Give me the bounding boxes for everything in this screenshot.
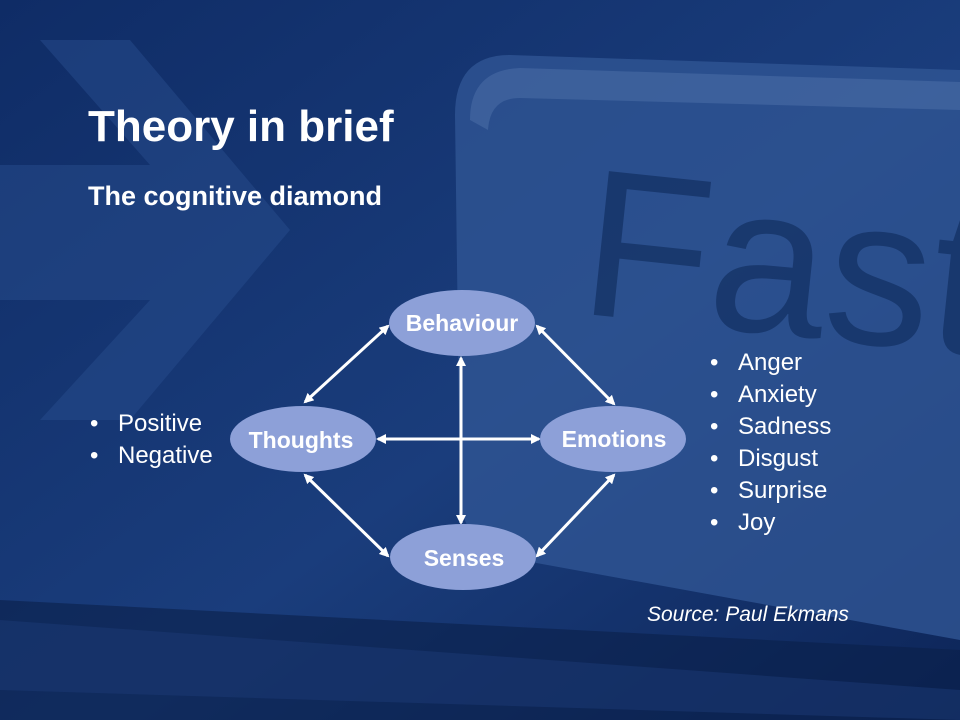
node-behaviour-label: Behaviour: [406, 310, 519, 336]
arrow-behaviour-emotions: [535, 324, 616, 406]
source-citation: Source: Paul Ekmans: [647, 603, 849, 626]
node-senses: Senses: [390, 524, 536, 590]
background-arrow-shape: [0, 40, 290, 420]
node-thoughts: Thoughts: [230, 406, 376, 472]
node-emotions-label: Emotions: [562, 426, 667, 452]
node-behaviour: Behaviour: [389, 290, 535, 356]
list-item: Negative: [88, 440, 213, 472]
list-item: Anger: [708, 347, 831, 379]
emotions-list: Anger Anxiety Sadness Disgust Surprise J…: [708, 347, 831, 539]
list-item: Anxiety: [708, 379, 831, 411]
list-item: Sadness: [708, 411, 831, 443]
arrow-thoughts-senses: [303, 473, 390, 558]
list-item: Joy: [708, 507, 831, 539]
list-item: Positive: [88, 408, 213, 440]
node-emotions: Emotions: [540, 406, 686, 472]
list-item: Disgust: [708, 443, 831, 475]
node-senses-label: Senses: [424, 545, 505, 571]
thoughts-list: Positive Negative: [88, 408, 213, 472]
arrow-thoughts-behaviour: [303, 324, 390, 404]
slide-title: Theory in brief: [88, 102, 394, 151]
node-thoughts-label: Thoughts: [249, 427, 354, 453]
list-item: Surprise: [708, 475, 831, 507]
arrow-senses-emotions: [535, 473, 616, 558]
slide-subtitle: The cognitive diamond: [88, 181, 383, 211]
